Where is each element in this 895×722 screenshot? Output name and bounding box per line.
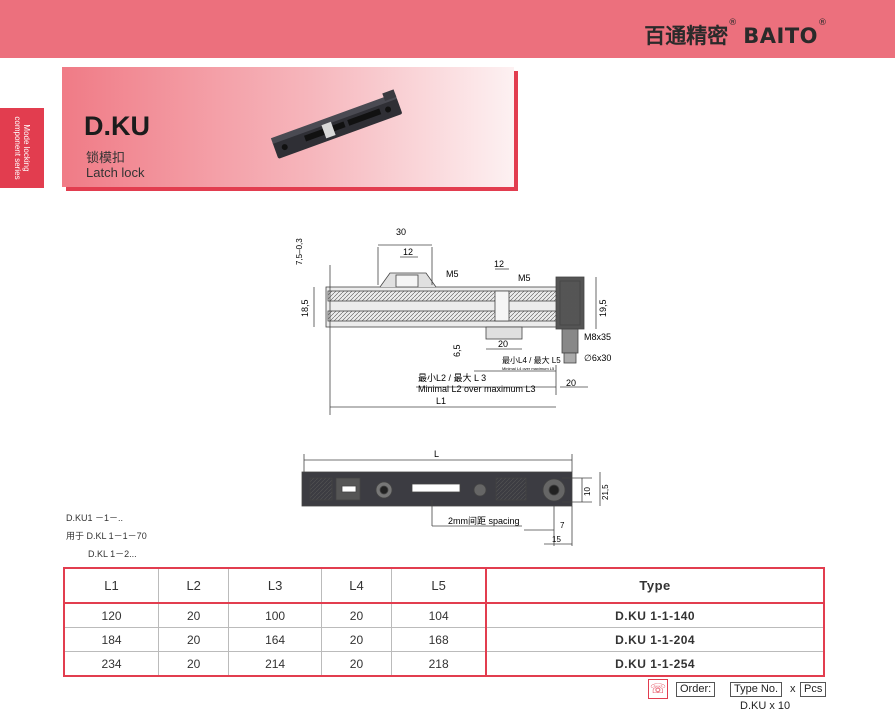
table-cell: 20 (321, 627, 393, 652)
table-cell: 184 (64, 627, 160, 652)
dim-l45-en: Minimal L4 over maximum L5 (502, 366, 555, 371)
top-banner: 百通精密®BAITO® (0, 0, 895, 58)
dim-185: 18,5 (300, 299, 310, 317)
table-cell: 168 (391, 627, 487, 652)
col-header: Type (485, 568, 824, 604)
dim-20b: 20 (566, 378, 576, 388)
note-line3: D.KL 1－2... (88, 549, 137, 559)
col-header: L4 (321, 568, 393, 604)
table-cell: 120 (64, 603, 160, 628)
table-cell: 234 (64, 651, 160, 676)
order-example: D.KU x 10 (740, 700, 791, 712)
brand-en: BAITO (743, 24, 818, 48)
phone-icon: ☏ (648, 679, 668, 699)
table-header-row: L1 L2 L3 L4 L5 Type (64, 568, 824, 604)
dim-L: L (434, 449, 439, 459)
brand-cn: 百通精密 (644, 24, 729, 48)
table-cell: 100 (228, 603, 322, 628)
pcs-box: Pcs (800, 682, 827, 697)
table-cell: 20 (158, 603, 230, 628)
dim-l1: L1 (436, 396, 446, 406)
note-line2: 用于 D.KL 1－1－70 (66, 531, 147, 541)
table-cell: 218 (391, 651, 487, 676)
type-cell: D.KU 1-1-140 (485, 603, 824, 628)
dim-30: 30 (396, 227, 406, 237)
series-side-tab: Mode locking component series (0, 108, 44, 188)
table-cell: 164 (228, 627, 322, 652)
dim-12a: 12 (403, 247, 413, 257)
table-cell: 20 (321, 651, 393, 676)
table-row: 184 20 164 20 168 D.KU 1-1-204 (64, 627, 824, 652)
dim-l45-cn: 最小L4 / 最大 L5 (502, 355, 561, 365)
col-header: L1 (64, 568, 160, 604)
col-header: L2 (158, 568, 230, 604)
spec-table: L1 L2 L3 L4 L5 Type 120 20 100 20 104 D.… (63, 567, 825, 677)
dim-65: 6,5 (452, 344, 462, 357)
col-header: L5 (391, 568, 487, 604)
dim-20a: 20 (498, 339, 508, 349)
dim-10: 10 (583, 487, 592, 496)
dim-m8x35: M8x35 (584, 332, 611, 342)
product-header-card: D.KU 锁模扣 Latch lock (62, 67, 514, 187)
product-name-cn: 锁模扣 (86, 151, 126, 166)
dim-phi6x30: ∅6x30 (584, 353, 611, 363)
top-technical-drawing: 30 12 12 M5 M5 7,5–0,3 18,5 19,5 6,5 20 … (295, 227, 611, 415)
product-name-en: Latch lock (86, 165, 145, 180)
dim-m5b: M5 (518, 273, 531, 283)
note-line1: D.KU1 －1－.. (66, 513, 124, 523)
dim-7: 7 (560, 521, 565, 530)
brand-logo: 百通精密®BAITO® (644, 18, 827, 48)
order-label: Order: (676, 682, 716, 697)
dim-l23-en: Minimal L2 over maximum L3 (418, 384, 536, 394)
type-cell: D.KU 1-1-254 (485, 651, 824, 676)
table-cell: 20 (158, 627, 230, 652)
product-photo (270, 89, 402, 159)
spacing-label: 2mm间距 spacing (448, 515, 520, 526)
table-row: 234 20 214 20 218 D.KU 1-1-254 (64, 651, 824, 676)
col-header: L3 (228, 568, 322, 604)
dim-12b: 12 (494, 259, 504, 269)
bottom-technical-drawing: L 10 21,5 7 15 2mm间距 spacing (301, 449, 610, 546)
table-cell: 104 (391, 603, 487, 628)
dim-15: 15 (552, 535, 561, 544)
dim-215: 21,5 (601, 484, 610, 500)
dim-195: 19,5 (598, 299, 608, 317)
table-row: 120 20 100 20 104 D.KU 1-1-140 (64, 603, 824, 628)
product-code: D.KU (84, 111, 150, 141)
table-cell: 20 (158, 651, 230, 676)
type-cell: D.KU 1-1-204 (485, 627, 824, 652)
dim-m5a: M5 (446, 269, 459, 279)
table-cell: 20 (321, 603, 393, 628)
order-x: x (790, 683, 796, 695)
dim-l23-cn: 最小L2 / 最大 L 3 (418, 372, 486, 383)
type-no-box: Type No. (730, 682, 783, 697)
table-cell: 214 (228, 651, 322, 676)
dim-7503: 7,5–0,3 (295, 238, 304, 265)
